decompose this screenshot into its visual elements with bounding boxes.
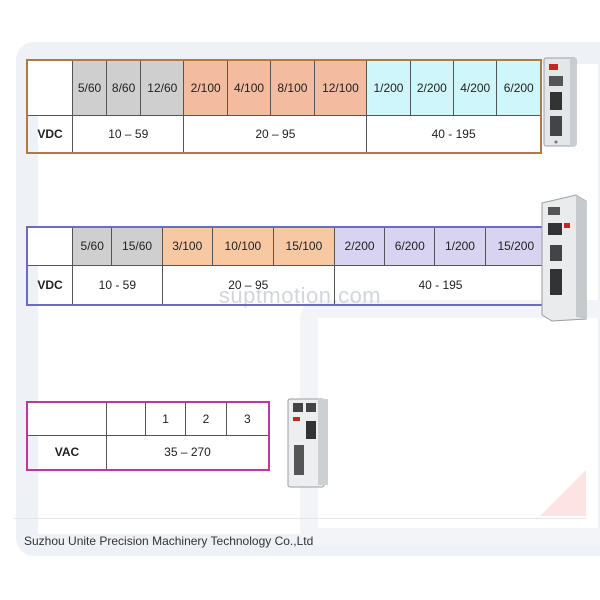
- header-cell: 2/200: [333, 226, 386, 266]
- corner-cell: [26, 401, 107, 436]
- corner-cell: [26, 226, 73, 266]
- header-cell: 8/60: [106, 59, 142, 116]
- servo-drive-image: [541, 194, 587, 322]
- value-row: VDC 10 – 59 20 – 95 40 - 195: [26, 114, 542, 154]
- header-cell: 1: [144, 401, 187, 436]
- value-row: VAC 35 – 270: [26, 434, 270, 471]
- header-cell: 6/200: [384, 226, 436, 266]
- value-row: VDC 10 - 59 20 – 95 40 - 195: [26, 264, 548, 306]
- header-cell: 3/100: [161, 226, 213, 266]
- header-cell: 12/60: [140, 59, 185, 116]
- divider: [14, 518, 586, 519]
- range-cell: 40 - 195: [333, 264, 548, 306]
- spec-table-1: 5/60 8/60 12/60 2/100 4/100 8/100 12/100…: [26, 59, 542, 154]
- header-cell: 4/200: [453, 59, 498, 116]
- range-cell: 35 – 270: [106, 434, 270, 471]
- header-cell: 2/100: [183, 59, 228, 116]
- company-name: Suzhou Unite Precision Machinery Technol…: [24, 534, 314, 548]
- header-row: 5/60 8/60 12/60 2/100 4/100 8/100 12/100…: [26, 59, 542, 116]
- header-cell: 6/200: [496, 59, 542, 116]
- servo-drive-image: [543, 57, 577, 147]
- header-cell: 5/60: [71, 59, 108, 116]
- spec-table-2: 5/60 15/60 3/100 10/100 15/100 2/200 6/2…: [26, 226, 548, 306]
- header-cell: 1/200: [366, 59, 411, 116]
- header-cell: 1/200: [434, 226, 486, 266]
- header-cell: 3: [225, 401, 270, 436]
- header-cell: 15/60: [111, 226, 163, 266]
- header-cell: 10/100: [211, 226, 274, 266]
- header-cell: 15/100: [272, 226, 335, 266]
- range-cell: 40 - 195: [366, 114, 542, 154]
- range-cell: 10 - 59: [72, 264, 163, 306]
- header-cell: 12/100: [313, 59, 368, 116]
- blank-cell: [106, 401, 146, 436]
- header-cell: 2: [185, 401, 227, 436]
- spec-table-3: 1 2 3 VAC 35 – 270: [26, 401, 270, 471]
- header-row: 5/60 15/60 3/100 10/100 15/100 2/200 6/2…: [26, 226, 548, 266]
- row-label: VDC: [26, 114, 73, 154]
- header-cell: 5/60: [71, 226, 113, 266]
- corner-accent: [540, 470, 586, 516]
- range-cell: 20 – 95: [183, 114, 368, 154]
- row-label: VDC: [26, 264, 73, 306]
- header-cell: 15/200: [484, 226, 548, 266]
- servo-drive-image: [287, 398, 328, 488]
- header-row: 1 2 3: [26, 401, 270, 436]
- header-cell: 4/100: [226, 59, 272, 116]
- range-cell: 20 – 95: [161, 264, 335, 306]
- corner-cell: [26, 59, 73, 116]
- header-cell: 8/100: [270, 59, 315, 116]
- header-cell: 2/200: [409, 59, 455, 116]
- row-label: VAC: [26, 434, 107, 471]
- range-cell: 10 – 59: [71, 114, 185, 154]
